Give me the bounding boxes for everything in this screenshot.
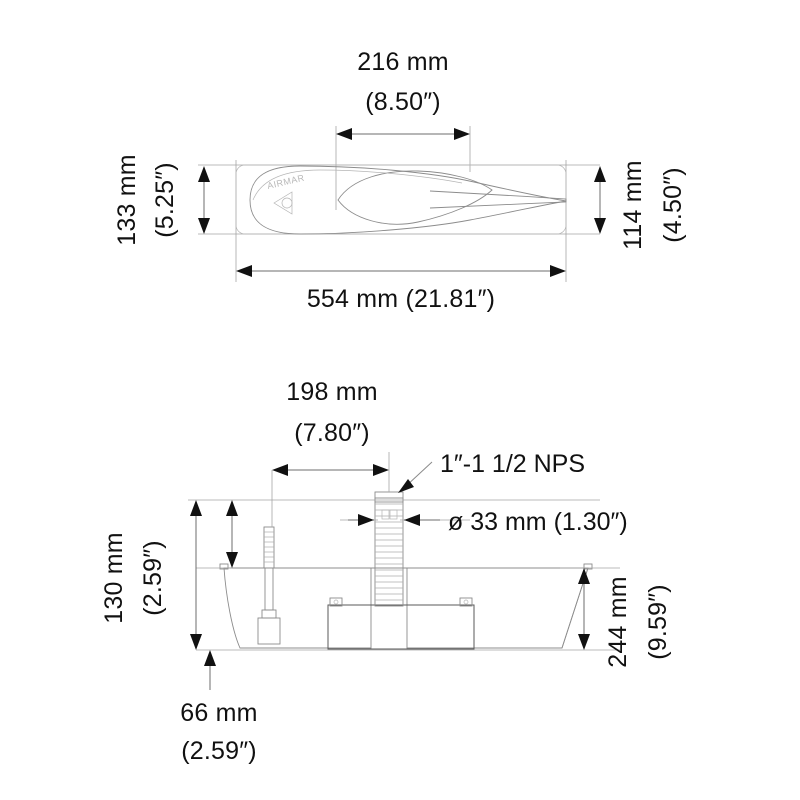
leader-thread-note [398,461,433,493]
stem-cable-slot-right [389,509,398,520]
airmar-logo-mark [273,191,293,215]
dimension-bore-diameter [348,514,440,526]
dimension-198mm-metric: 198 mm [286,378,378,406]
dimension-66mm-imperial: (2.59″) [181,737,257,765]
arrow-left-into [404,514,420,526]
dimension-66mm-metric: 66 mm [180,699,257,727]
hull-material-left [223,567,372,649]
dimension-overall-length [236,265,566,277]
arrow-left [236,265,252,277]
dimension-left-height [198,166,210,234]
dimension-244mm-metric: 244 mm [604,576,632,668]
transducer-housing-block [327,604,475,650]
mounting-stud [257,526,281,645]
arrow-down [190,634,202,650]
dimension-133mm-metric: 133 mm [113,154,141,246]
dimension-554mm-combined: 554 mm (21.81″) [307,285,495,313]
stem-thread-lines [375,503,403,601]
fairing-tail-outline [429,190,567,209]
note-thread-spec: 1″-1 1/2 NPS [440,450,585,478]
stud-thread-lines [264,531,274,563]
dimension-130mm-imperial: (2.59″) [139,540,167,616]
arrow-up [226,500,238,516]
dimension-198mm-imperial: (7.80″) [294,419,370,447]
dimension-top-width [336,128,470,140]
housing-tab-left [329,597,343,607]
note-bore-diameter: ø 33 mm (1.30″) [448,508,628,536]
housing-tab-left-hole [333,599,339,605]
dimension-section-inner-left [226,500,238,568]
arrow-up [578,568,590,584]
arrow-up [190,500,202,516]
threaded-stem [374,491,404,607]
arrow-right [550,265,566,277]
dimension-section-right-height [578,568,590,650]
arrow-down [594,218,606,234]
housing-tab-right [459,597,473,607]
dimension-114mm-metric: 114 mm [619,160,647,250]
arrow-right [373,464,389,476]
fairing-inner-contour [252,169,463,201]
arrow-up [204,650,216,666]
stud-backing-block [257,617,281,645]
hull-left-lip [219,563,229,570]
dimension-stem-offset [272,464,389,476]
stem-cable-slot-left [381,509,390,520]
arrow-down [578,634,590,650]
housing-tab-right-hole [463,599,469,605]
dimension-130mm-metric: 130 mm [100,532,128,624]
hull-right-lip [583,563,593,570]
arrow-right [454,128,470,140]
top-view-group: AIRMAR 216 mm (8.50″) 133 mm (5.25″) [113,48,687,313]
arrow-left [336,128,352,140]
dimension-right-height [594,166,606,234]
dimension-section-bottom-left [204,650,216,690]
dimension-114mm-imperial: (4.50″) [659,167,687,243]
arrow-down [198,218,210,234]
dimension-section-left-height [190,500,202,650]
dimension-216mm-imperial: (8.50″) [365,88,441,116]
arrow-right-into [358,514,374,526]
arrow-left [272,464,288,476]
dimension-244mm-imperial: (9.59″) [644,584,672,660]
arrow-up [594,166,606,182]
leader-arrowhead [398,479,414,493]
arrow-down [226,552,238,568]
section-view-group: 198 mm (7.80″) 1″-1 1/2 NPS ø 33 mm (1.3… [100,378,672,765]
arrow-up [198,166,210,182]
dimension-133mm-imperial: (5.25″) [151,162,179,238]
dimension-216mm-metric: 216 mm [357,48,449,76]
